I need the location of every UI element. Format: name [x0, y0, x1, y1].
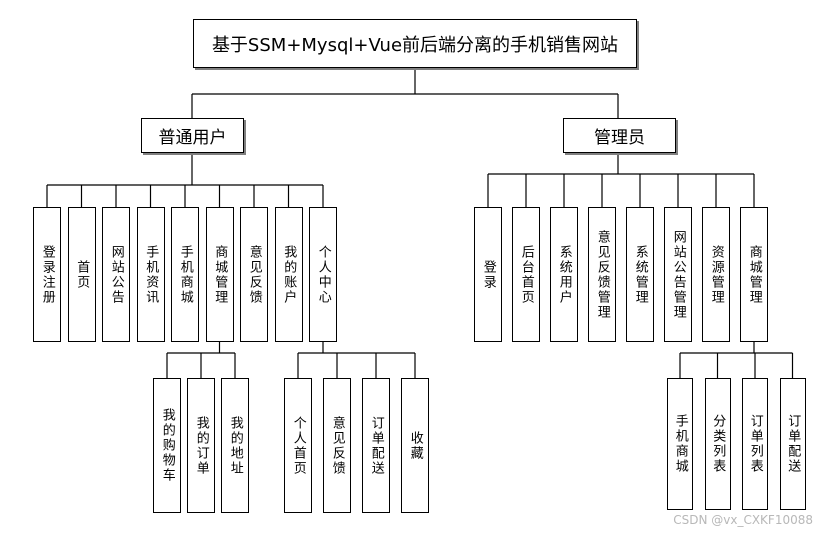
user-module-box: 首页	[67, 207, 96, 342]
user-module-box: 登录注册	[33, 207, 61, 342]
user-module-box: 网站公告	[102, 207, 130, 342]
admin-module-box: 意见反馈管理	[588, 207, 616, 342]
user-module-box: 意见反馈	[240, 207, 268, 342]
admin-module-label: 系统用户	[556, 244, 572, 305]
user-mall-item-box: 我的地址	[221, 378, 249, 513]
admin-mall-item-box: 订单配送	[779, 378, 806, 510]
user-center-item-box: 意见反馈	[323, 378, 351, 513]
admin-module-label: 系统管理	[632, 244, 648, 305]
user-module-label: 手机资讯	[143, 244, 159, 305]
user-module-label: 我的账户	[281, 244, 297, 305]
admin-mall-item-box: 手机商城	[667, 378, 693, 510]
user-center-item-label: 意见反馈	[329, 415, 345, 476]
admin-role-box: 管理员	[563, 118, 676, 153]
admin-module-box: 系统管理	[626, 207, 654, 342]
system-title-box: 基于SSM+Mysql+Vue前后端分离的手机销售网站	[193, 19, 637, 68]
admin-mall-item-box: 分类列表	[704, 378, 731, 510]
admin-module-label: 商城管理	[746, 244, 762, 305]
system-title: 基于SSM+Mysql+Vue前后端分离的手机销售网站	[211, 34, 619, 56]
user-module-box: 手机商城	[171, 207, 199, 342]
admin-mall-item-box: 订单列表	[742, 378, 768, 510]
user-mall-item-label: 我的地址	[227, 415, 243, 476]
user-module-label: 个人中心	[315, 244, 331, 305]
admin-mall-item-label: 订单列表	[747, 414, 763, 474]
admin-mall-item-label: 分类列表	[710, 414, 726, 474]
admin-module-label: 资源管理	[708, 244, 724, 305]
user-mall-item-box: 我的订单	[187, 378, 215, 513]
admin-module-label: 网站公告管理	[670, 229, 686, 320]
user-role-box: 普通用户	[141, 118, 244, 153]
admin-mall-item-label: 手机商城	[672, 414, 688, 474]
user-mall-item-box: 我的购物车	[153, 378, 181, 513]
user-module-label: 网站公告	[108, 244, 124, 305]
user-module-box: 商城管理	[205, 207, 234, 342]
admin-module-label: 后台首页	[518, 244, 534, 305]
user-mall-item-label: 我的订单	[193, 415, 209, 476]
admin-module-box: 网站公告管理	[664, 207, 692, 342]
admin-module-box: 后台首页	[512, 207, 540, 342]
user-module-label: 手机商城	[177, 244, 193, 305]
admin-module-label: 登录	[480, 259, 496, 290]
admin-module-box: 资源管理	[702, 207, 730, 342]
watermark: CSDN @vx_CXKF10088	[673, 513, 813, 527]
user-module-label: 商城管理	[212, 244, 228, 305]
user-module-label: 首页	[74, 259, 90, 290]
admin-role-label: 管理员	[594, 128, 645, 148]
user-role-label: 普通用户	[158, 128, 227, 148]
admin-mall-item-label: 订单配送	[785, 414, 801, 474]
user-center-item-label: 收藏	[407, 430, 423, 461]
user-center-item-box: 收藏	[401, 378, 429, 513]
user-module-box: 手机资讯	[136, 207, 165, 342]
user-module-box: 个人中心	[309, 207, 337, 342]
user-module-box: 我的账户	[274, 207, 303, 342]
user-center-item-box: 订单配送	[362, 378, 390, 513]
admin-module-box: 登录	[474, 207, 502, 342]
user-mall-item-label: 我的购物车	[159, 408, 175, 483]
user-center-item-label: 订单配送	[368, 415, 384, 476]
user-module-label: 意见反馈	[246, 244, 262, 305]
admin-module-box: 商城管理	[740, 207, 768, 342]
user-center-item-label: 个人首页	[290, 415, 306, 476]
admin-module-label: 意见反馈管理	[594, 229, 610, 320]
admin-module-box: 系统用户	[550, 207, 578, 342]
user-center-item-box: 个人首页	[284, 378, 312, 513]
user-module-label: 登录注册	[39, 244, 55, 305]
